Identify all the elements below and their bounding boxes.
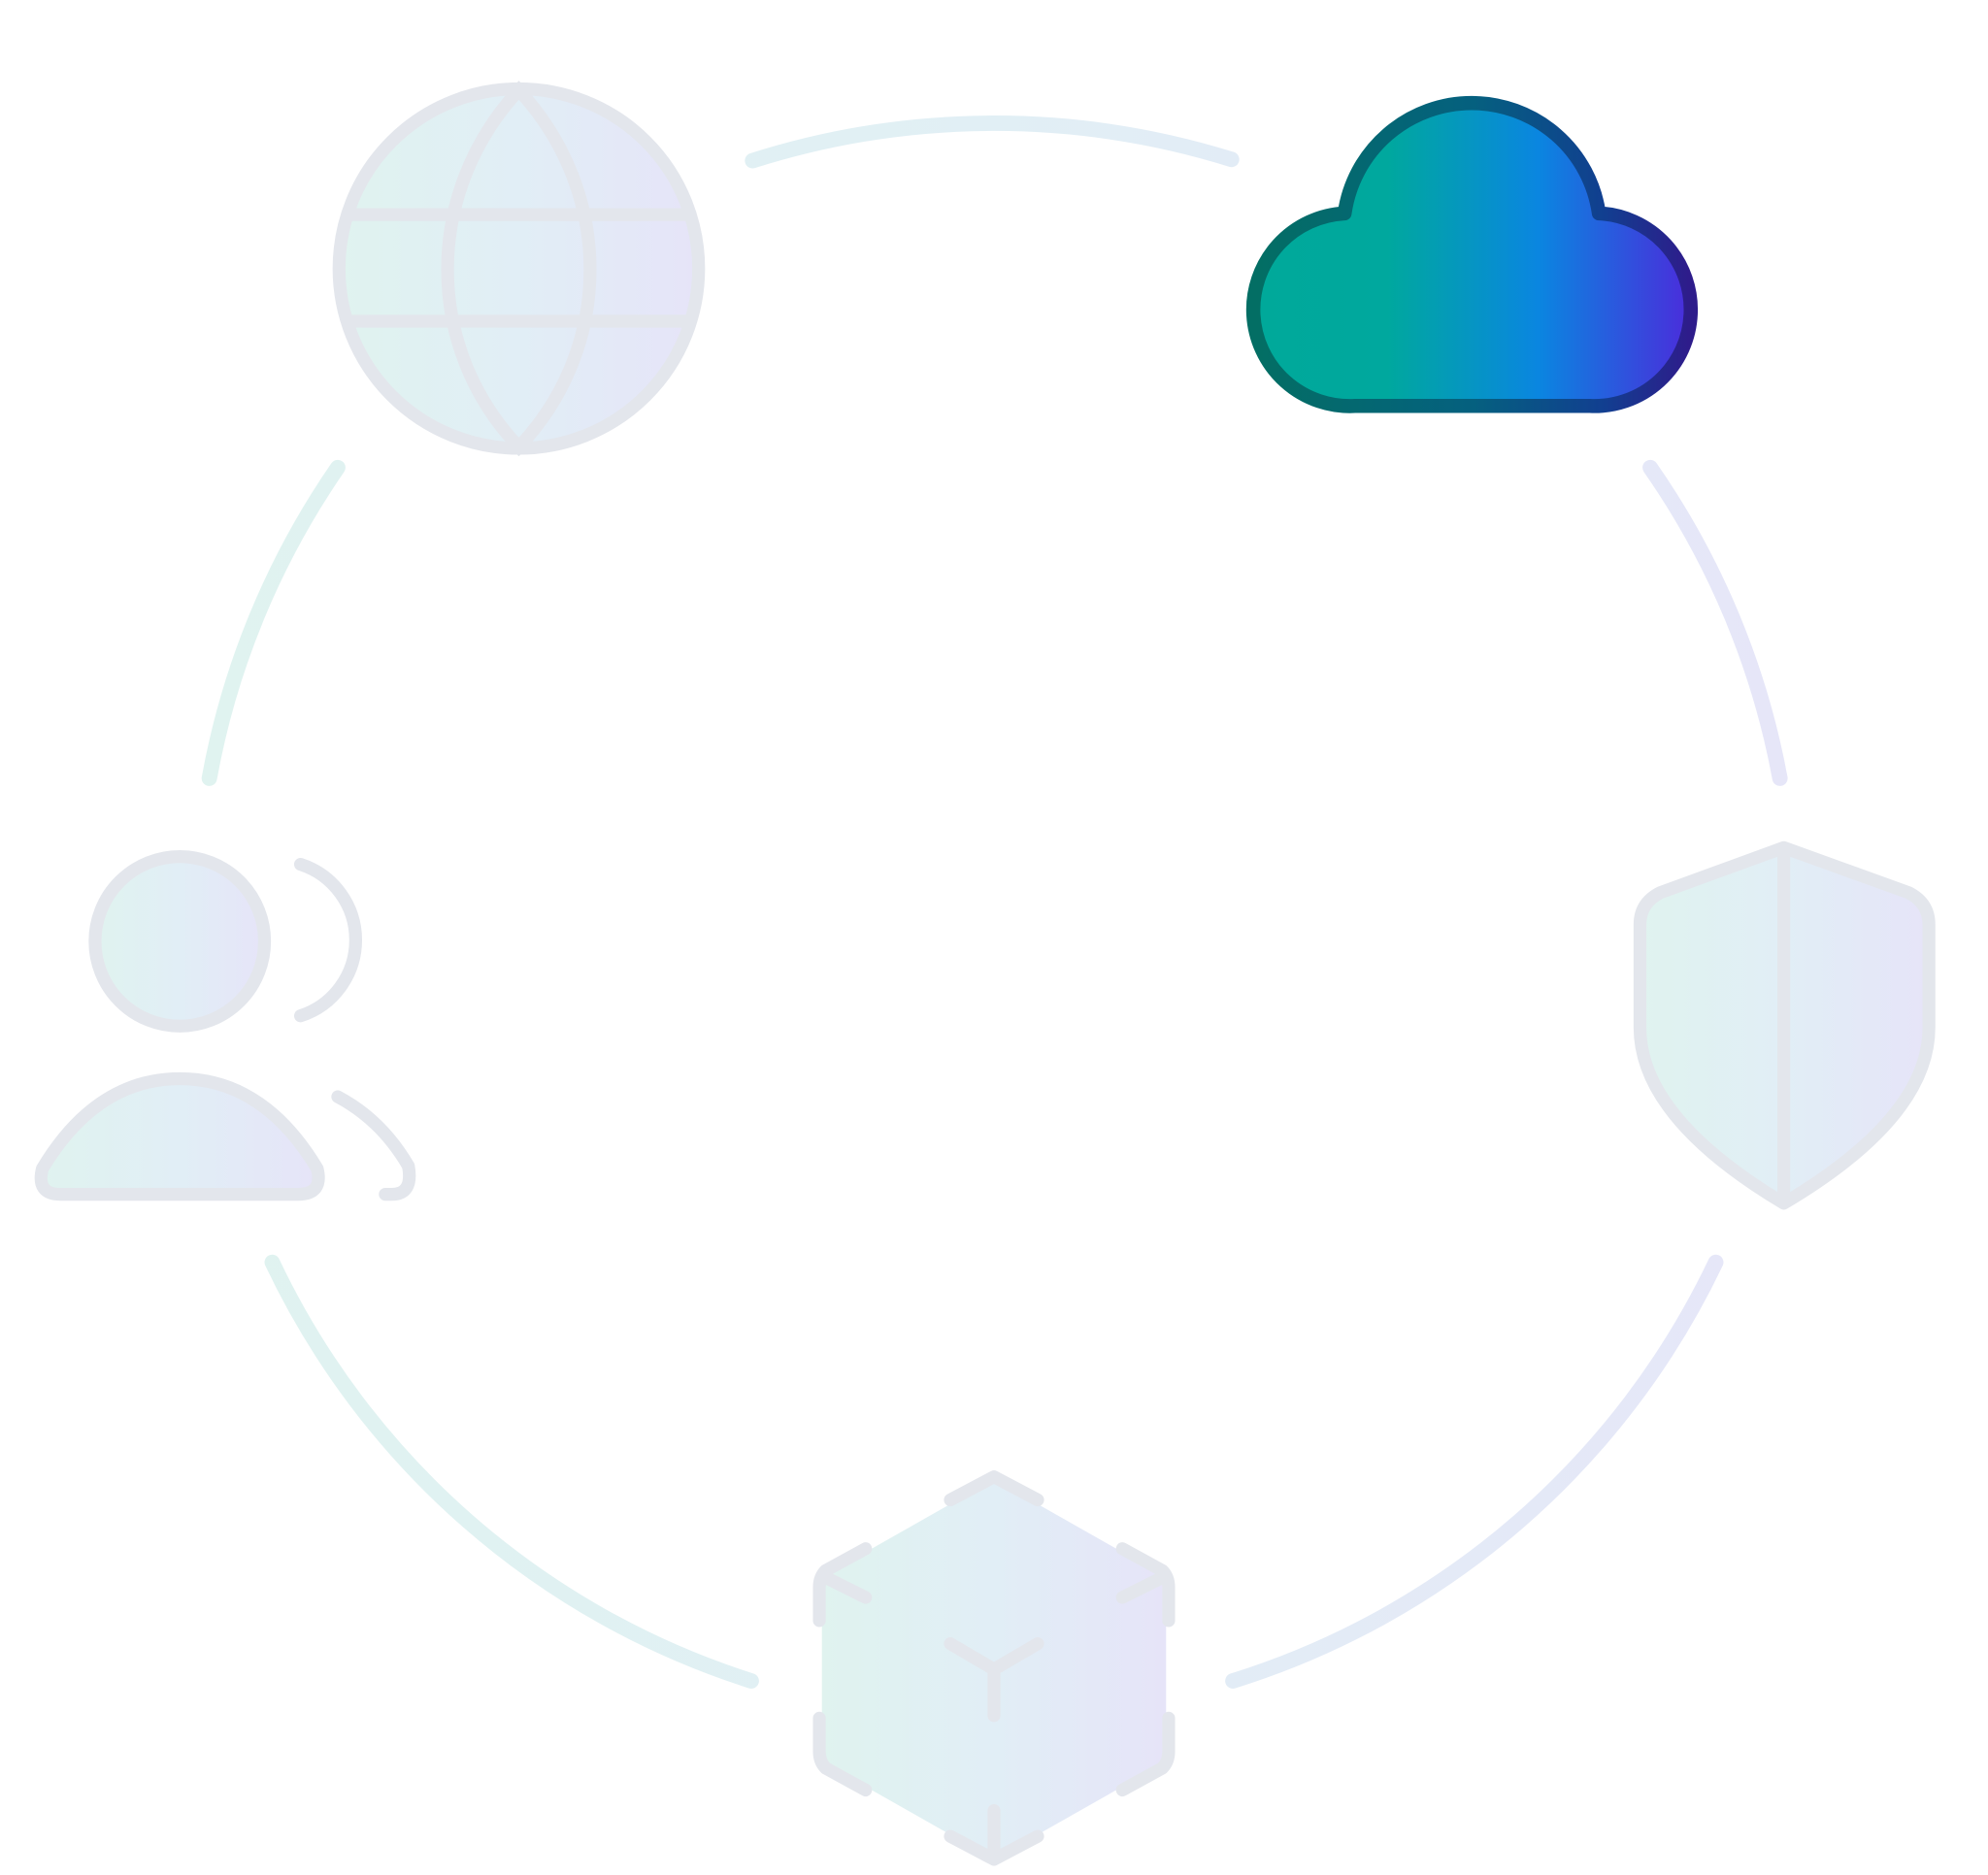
globe-icon[interactable]: [332, 81, 706, 457]
user-head: [88, 850, 272, 1033]
cloud-icon[interactable]: [1245, 95, 1699, 413]
arc-cube-users: [264, 1254, 759, 1689]
arc-shield-cube: [1225, 1254, 1724, 1689]
arc-globe-cloud: [745, 115, 1240, 169]
user-body: [34, 1071, 325, 1201]
cube-icon[interactable]: [812, 1470, 1176, 1866]
arc-cloud-shield: [1642, 459, 1788, 786]
arc-users-globe: [201, 459, 346, 786]
users-icon[interactable]: [34, 850, 416, 1201]
shield-icon[interactable]: [1633, 840, 1936, 1210]
connector-arcs: [201, 115, 1788, 1689]
